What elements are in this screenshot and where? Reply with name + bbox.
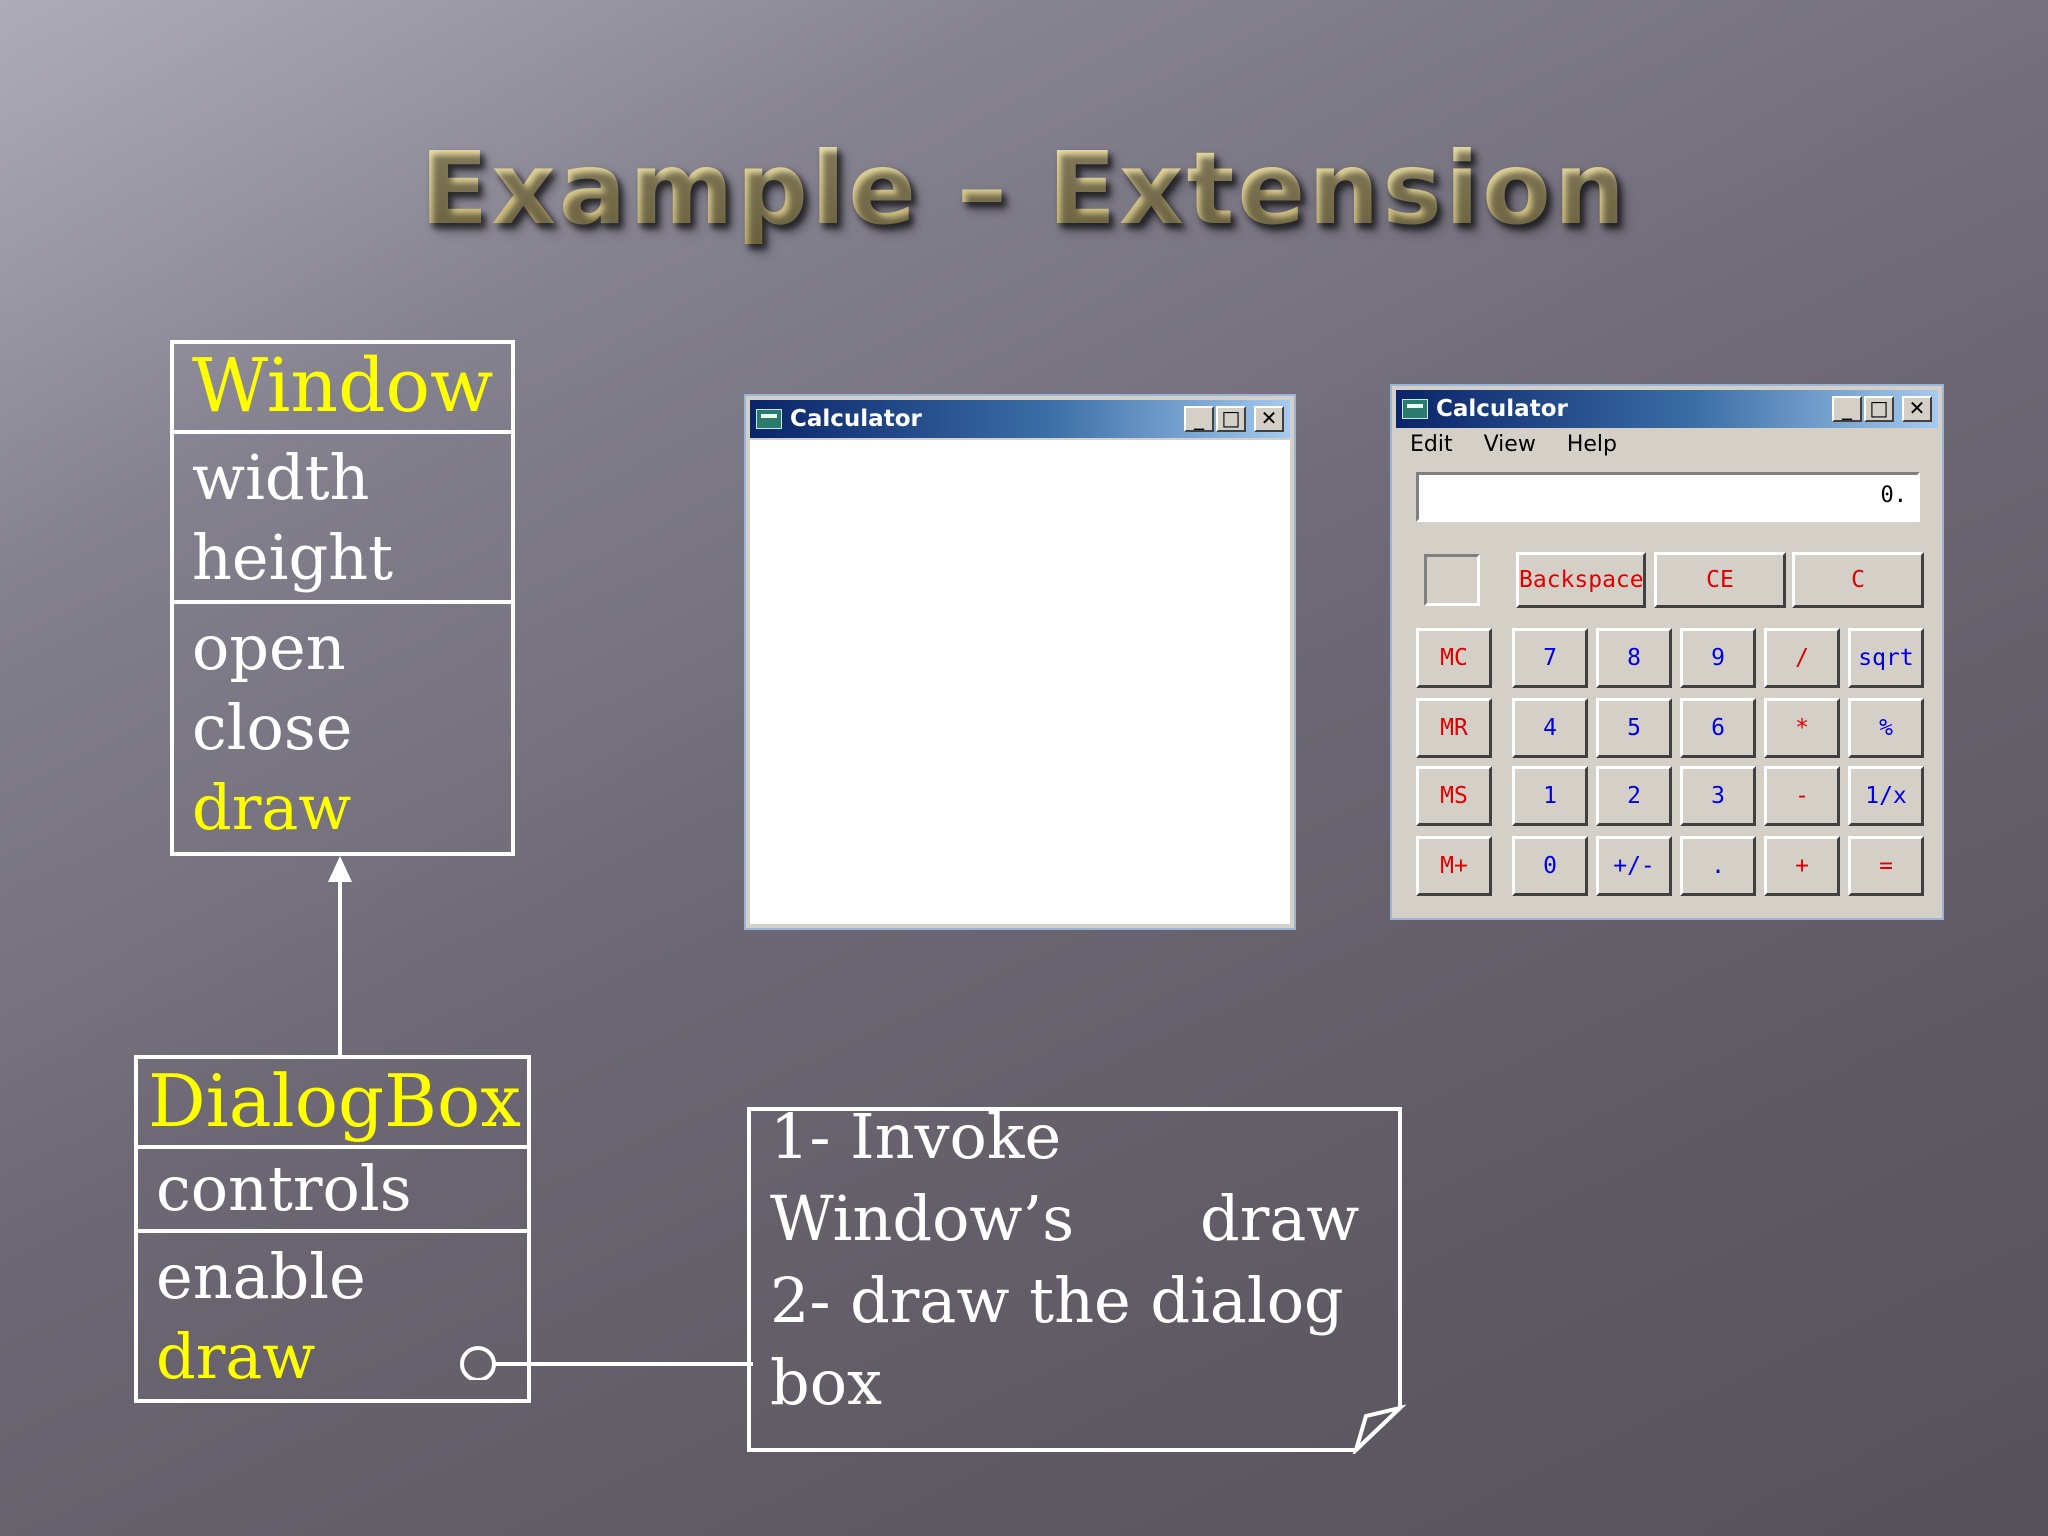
key-8[interactable]: 8 bbox=[1596, 628, 1672, 688]
method-enable: enable bbox=[156, 1240, 366, 1313]
empty-window-title: Calculator bbox=[790, 406, 922, 432]
maximize-button[interactable]: □ bbox=[1864, 396, 1894, 422]
empty-calculator-window: Calculator _ □ ✕ bbox=[744, 394, 1296, 930]
method-open: open bbox=[192, 611, 346, 684]
equals-button[interactable]: = bbox=[1848, 836, 1924, 896]
calculator-titlebar[interactable]: Calculator _ □ ✕ bbox=[1396, 390, 1938, 428]
note-line-4: box bbox=[770, 1346, 882, 1419]
close-button[interactable]: ✕ bbox=[1254, 406, 1284, 432]
sign-button[interactable]: +/- bbox=[1596, 836, 1672, 896]
window-class-name-section: Window bbox=[174, 344, 511, 434]
key-9[interactable]: 9 bbox=[1680, 628, 1756, 688]
note-outline bbox=[747, 1107, 1406, 1454]
ce-button[interactable]: CE bbox=[1654, 552, 1786, 608]
key-1[interactable]: 1 bbox=[1512, 766, 1588, 826]
calculator-window: Calculator _ □ ✕ Edit View Help 0. Backs… bbox=[1390, 384, 1944, 920]
key-7[interactable]: 7 bbox=[1512, 628, 1588, 688]
backspace-button[interactable]: Backspace bbox=[1516, 552, 1646, 608]
note-connector bbox=[460, 1346, 753, 1380]
calculator-title: Calculator bbox=[1436, 396, 1568, 422]
mc-button[interactable]: MC bbox=[1416, 628, 1492, 688]
dialogbox-class-name: DialogBox bbox=[148, 1059, 522, 1143]
window-class-attributes: width height bbox=[174, 434, 511, 604]
minimize-button[interactable]: _ bbox=[1832, 396, 1862, 422]
attribute-width: width bbox=[192, 441, 370, 514]
dialogbox-class-name-section: DialogBox bbox=[138, 1059, 527, 1149]
calculator-menubar: Edit View Help bbox=[1410, 432, 1641, 457]
key-5[interactable]: 5 bbox=[1596, 698, 1672, 758]
multiply-button[interactable]: * bbox=[1764, 698, 1840, 758]
window-class-methods: open close draw bbox=[174, 604, 511, 848]
minimize-button[interactable]: _ bbox=[1184, 406, 1214, 432]
calculator-icon bbox=[756, 409, 782, 429]
menu-help[interactable]: Help bbox=[1566, 432, 1617, 457]
close-button[interactable]: ✕ bbox=[1902, 396, 1932, 422]
menu-view[interactable]: View bbox=[1483, 432, 1536, 457]
menu-edit[interactable]: Edit bbox=[1410, 432, 1453, 457]
dialogbox-class-attributes: controls bbox=[138, 1149, 527, 1233]
add-button[interactable]: + bbox=[1764, 836, 1840, 896]
calculator-icon bbox=[1402, 399, 1428, 419]
dialogbox-class-methods: enable draw bbox=[138, 1233, 527, 1397]
dialogbox-class-box: DialogBox controls enable draw bbox=[134, 1055, 531, 1403]
key-3[interactable]: 3 bbox=[1680, 766, 1756, 826]
attribute-controls: controls bbox=[156, 1152, 412, 1225]
percent-button[interactable]: % bbox=[1848, 698, 1924, 758]
method-draw: draw bbox=[156, 1320, 316, 1393]
empty-window-client bbox=[750, 440, 1290, 924]
note-line-2a: Window’s bbox=[770, 1182, 1075, 1255]
memory-indicator bbox=[1424, 554, 1480, 606]
maximize-button[interactable]: □ bbox=[1216, 406, 1246, 432]
decimal-button[interactable]: . bbox=[1680, 836, 1756, 896]
note-line-2b: draw bbox=[1200, 1182, 1360, 1255]
divide-button[interactable]: / bbox=[1764, 628, 1840, 688]
key-2[interactable]: 2 bbox=[1596, 766, 1672, 826]
calculator-display: 0. bbox=[1416, 472, 1920, 522]
key-6[interactable]: 6 bbox=[1680, 698, 1756, 758]
window-class-box: Window width height open close draw bbox=[170, 340, 515, 856]
note-line-1: 1- Invoke bbox=[770, 1100, 1062, 1173]
note-line-3: 2- draw the dialog bbox=[770, 1264, 1344, 1337]
ms-button[interactable]: MS bbox=[1416, 766, 1492, 826]
method-close: close bbox=[192, 691, 353, 764]
inheritance-arrow bbox=[328, 856, 352, 1058]
key-0[interactable]: 0 bbox=[1512, 836, 1588, 896]
window-class-name: Window bbox=[192, 343, 494, 429]
method-draw: draw bbox=[192, 771, 352, 844]
m-plus-button[interactable]: M+ bbox=[1416, 836, 1492, 896]
reciprocal-button[interactable]: 1/x bbox=[1848, 766, 1924, 826]
attribute-height: height bbox=[192, 521, 393, 594]
mr-button[interactable]: MR bbox=[1416, 698, 1492, 758]
subtract-button[interactable]: - bbox=[1764, 766, 1840, 826]
empty-window-titlebar[interactable]: Calculator _ □ ✕ bbox=[750, 400, 1290, 438]
key-4[interactable]: 4 bbox=[1512, 698, 1588, 758]
slide-title: Example – Extension bbox=[0, 130, 2048, 247]
c-button[interactable]: C bbox=[1792, 552, 1924, 608]
sqrt-button[interactable]: sqrt bbox=[1848, 628, 1924, 688]
